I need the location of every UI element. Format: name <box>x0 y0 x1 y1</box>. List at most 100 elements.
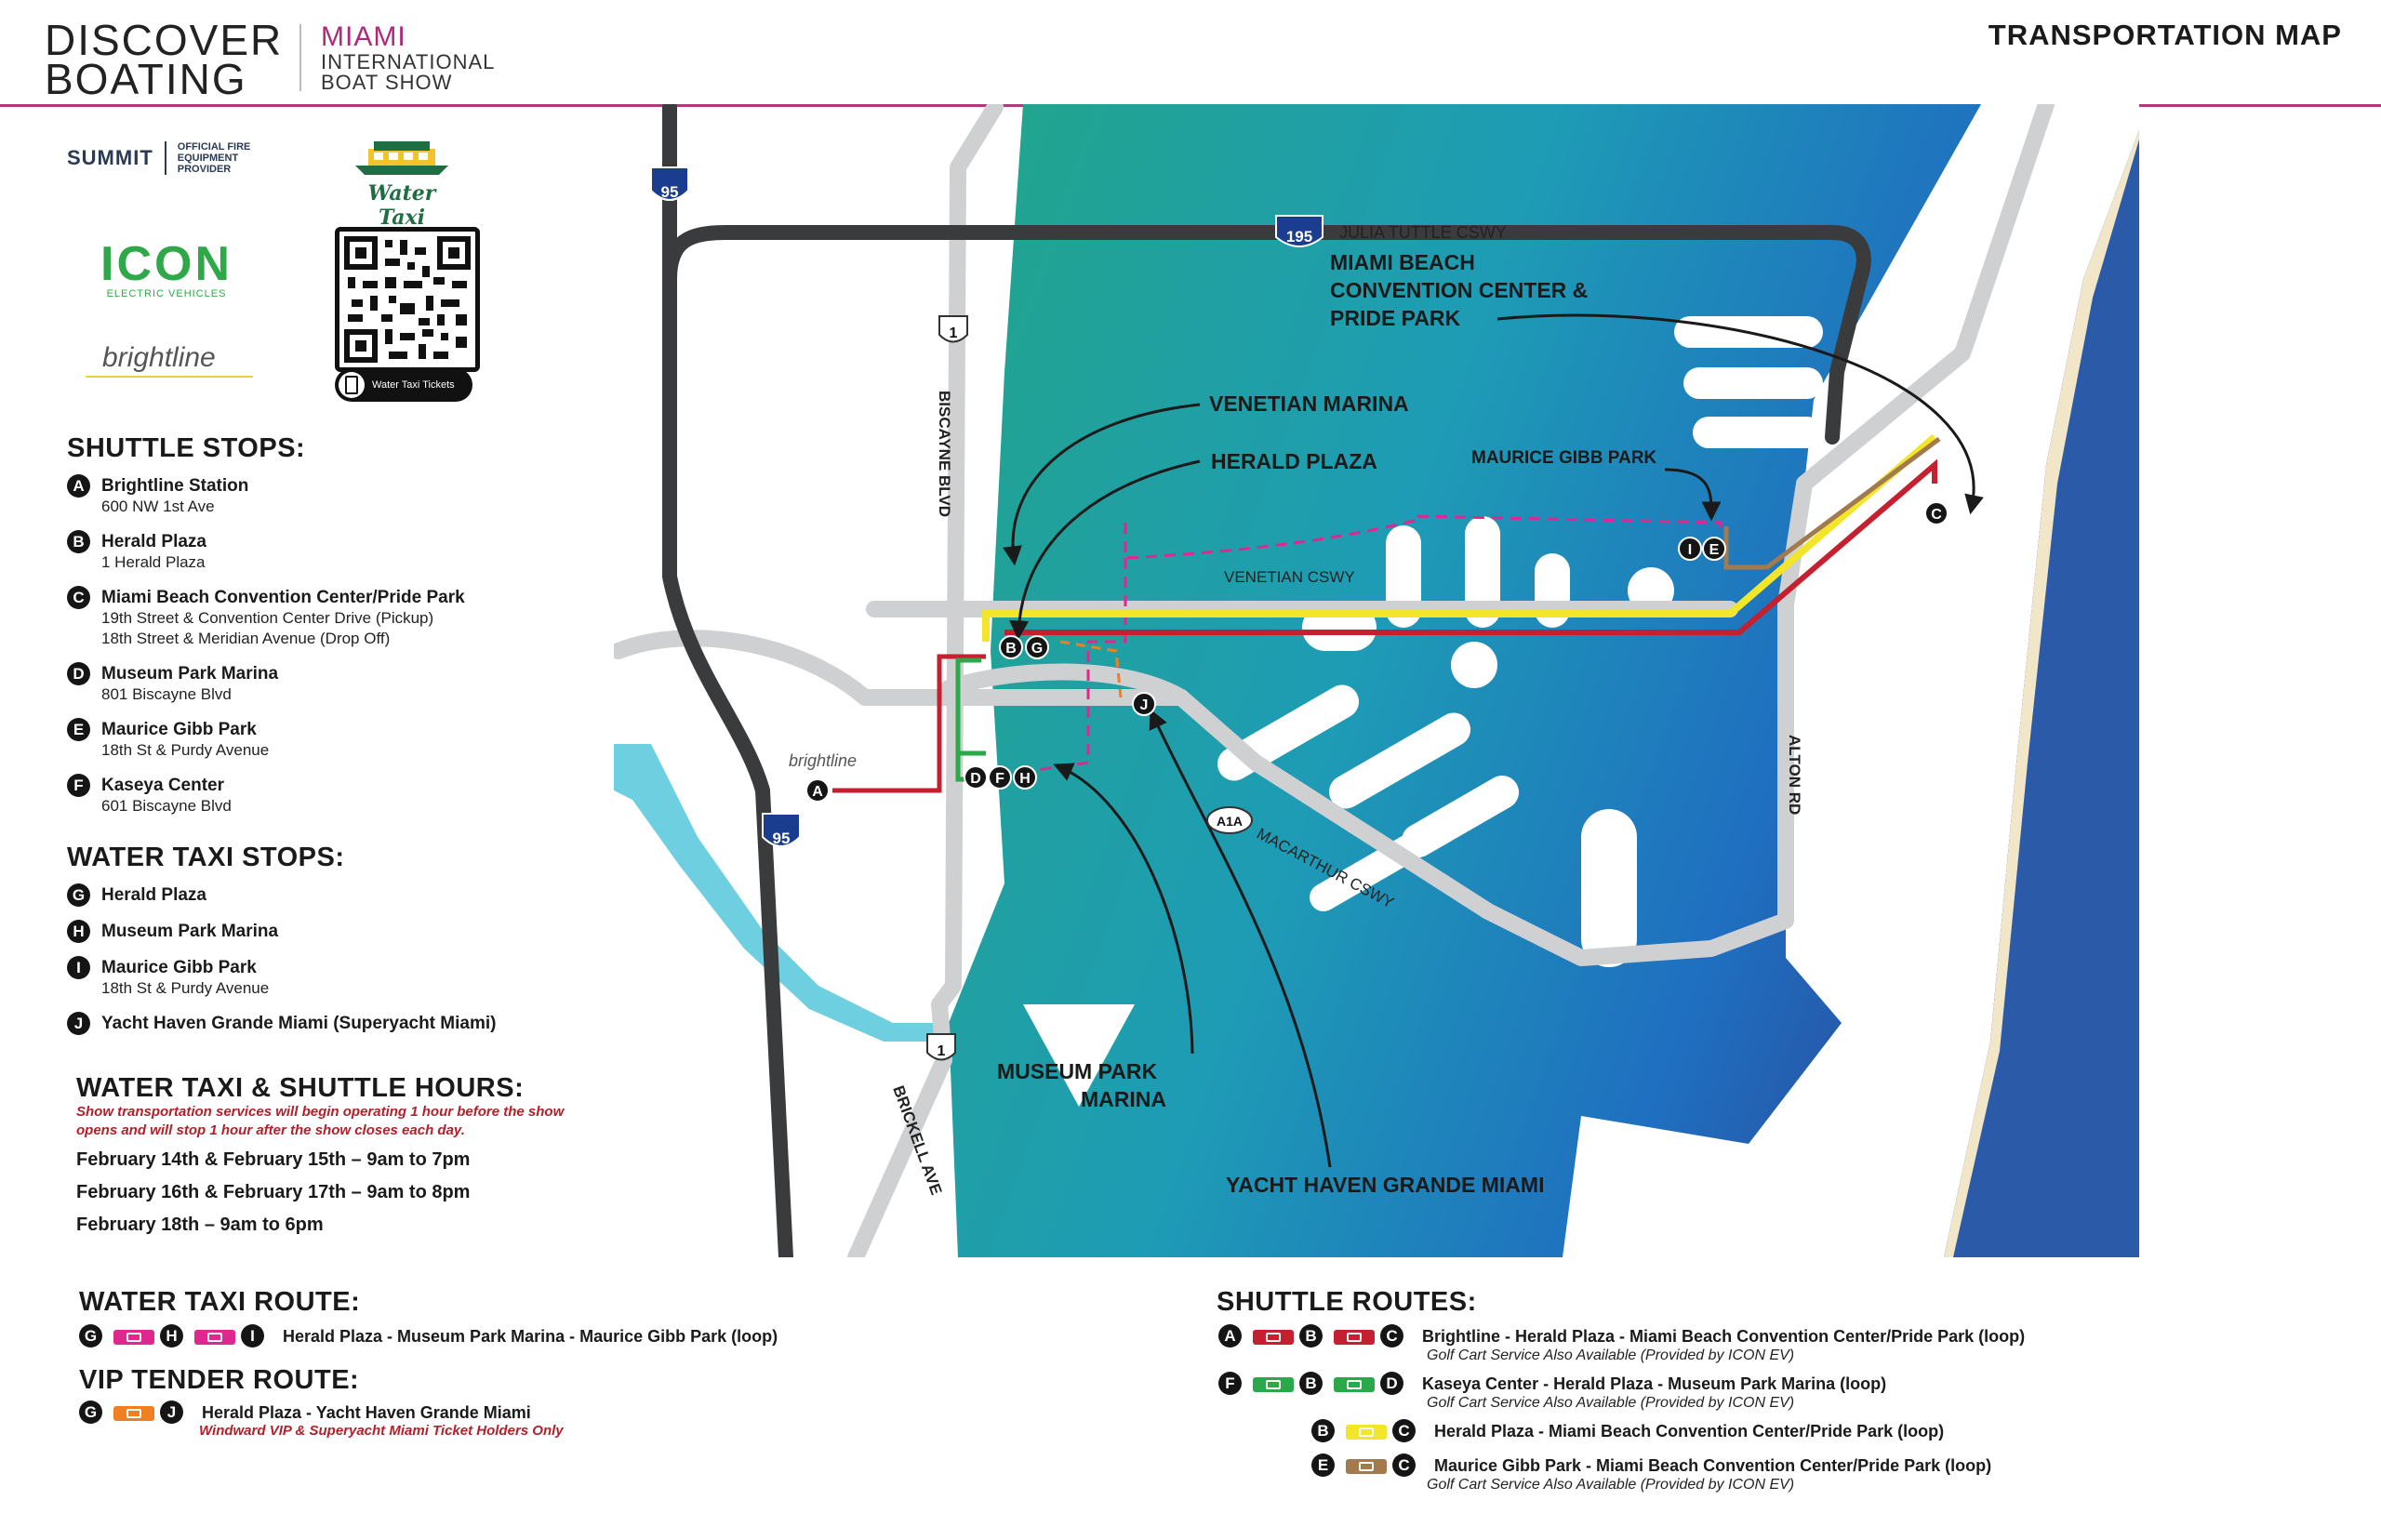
callout-arrows <box>1003 313 1984 1168</box>
route-bus-icon <box>1253 1329 1294 1345</box>
stop-badge: B <box>67 530 90 553</box>
route-stop-badge: C <box>1380 1324 1403 1348</box>
route-description: Brightline - Herald Plaza - Miami Beach … <box>1422 1327 2026 1346</box>
stop-address: 1 Herald Plaza <box>101 553 206 571</box>
venetian-cswy-label: VENETIAN CSWY <box>1224 568 1355 586</box>
map-marker-letter: C <box>1931 507 1942 523</box>
brand-line-1: DISCOVER <box>45 16 284 64</box>
svg-text:195: 195 <box>1286 228 1312 246</box>
hours-note: Show transportation services will begin … <box>76 1104 565 1138</box>
stop-name: Museum Park Marina <box>101 664 279 684</box>
route-subtext: Golf Cart Service Also Available (Provid… <box>1427 1395 1795 1411</box>
route-description: Herald Plaza - Yacht Haven Grande Miami <box>202 1403 531 1422</box>
route-stop-badge: C <box>1392 1454 1416 1477</box>
svg-text:1: 1 <box>938 1043 946 1059</box>
miami-boat-show-logo: MIAMI INTERNATIONAL BOAT SHOW <box>321 22 495 93</box>
brown-shuttle-line <box>1723 436 1941 570</box>
highways <box>662 104 1871 1257</box>
stop-address: 18th Street & Meridian Avenue (Drop Off) <box>101 630 391 647</box>
vip-route-row: G J Herald Plaza - Yacht Haven Grande Miam… <box>79 1401 531 1424</box>
stop-text: Herald Plaza 1 Herald Plaza <box>101 532 206 573</box>
stop-badge: E <box>67 718 90 741</box>
route-stop-badge: D <box>1380 1372 1403 1395</box>
map-marker-letter: I <box>1688 542 1692 558</box>
us1-shield-top: 1 <box>938 315 968 343</box>
hours-list: February 14th & February 15th – 9am to 7… <box>76 1144 470 1241</box>
route-bus-icon <box>113 1329 154 1345</box>
stop-text: Museum Park Marina <box>101 922 278 942</box>
route-description: Kaseya Center - Herald Plaza - Museum Pa… <box>1422 1374 1887 1393</box>
roads <box>614 104 2055 1257</box>
svg-text:95: 95 <box>773 830 791 847</box>
stop-badge: G <box>67 883 90 907</box>
map-marker-c[interactable]: C <box>1924 501 1949 525</box>
map-marker-i[interactable]: I <box>1678 537 1702 561</box>
list-item: G Herald Plaza <box>67 883 588 907</box>
water-taxi-route-line <box>1124 514 1723 560</box>
i95-shield-top: 95 <box>650 166 689 201</box>
svg-text:A1A: A1A <box>1217 814 1243 829</box>
icon-sub: ELECTRIC VEHICLES <box>106 288 227 299</box>
map-marker-d[interactable]: D <box>964 765 988 790</box>
route-subtext: Golf Cart Service Also Available (Provid… <box>1427 1348 1795 1363</box>
route-bus-icon <box>1346 1424 1387 1440</box>
map-marker-letter: A <box>812 784 823 800</box>
show-line-2: INTERNATIONAL <box>321 50 496 73</box>
red-shuttle-line-2 <box>832 654 986 793</box>
map-marker-b[interactable]: B <box>999 635 1023 659</box>
route-stop-badge: G <box>79 1401 102 1424</box>
map-marker-j[interactable]: J <box>1132 692 1156 716</box>
icon-ev-logo: ICON ELECTRIC VEHICLES <box>100 240 233 299</box>
stop-name: Herald Plaza <box>101 885 206 905</box>
route-bus-icon <box>194 1329 235 1345</box>
water-taxi-route-title: WATER TAXI ROUTE: <box>79 1287 361 1317</box>
water-taxi-tickets-button[interactable]: Water Taxi Tickets <box>335 368 472 402</box>
map-marker-letter: E <box>1709 542 1720 558</box>
route-bus-icon <box>113 1405 154 1421</box>
hours-line: February 14th & February 15th – 9am to 7… <box>76 1149 471 1170</box>
transportation-map[interactable]: 95 95 195 1 1 A1A JULIA TUTTLE CSWY BISC… <box>614 104 2139 1257</box>
svg-text:95: 95 <box>661 183 679 201</box>
convention-label-1: MIAMI BEACH <box>1330 250 1475 274</box>
map-marker-g[interactable]: G <box>1025 635 1049 659</box>
route-stop-badge: B <box>1311 1419 1335 1442</box>
summit-logo: SUMMIT OFFICIAL FIRE EQUIPMENT PROVIDER <box>67 141 250 175</box>
map-marker-letter: D <box>970 771 981 787</box>
route-description: Herald Plaza - Museum Park Marina - Maur… <box>283 1327 778 1346</box>
map-marker-h[interactable]: H <box>1013 765 1037 790</box>
qr-code[interactable] <box>335 227 480 372</box>
red-shuttle-line <box>1004 458 1937 635</box>
map-marker-e[interactable]: E <box>1702 537 1726 561</box>
route-row: F B D Kaseya Center - Herald Plaza - Museum… <box>1218 1372 2353 1395</box>
map-marker-f[interactable]: F <box>988 765 1012 790</box>
alton-rd-label: ALTON RD <box>1786 735 1803 815</box>
place-labels: MIAMI BEACH CONVENTION CENTER & PRIDE PA… <box>997 250 1656 1197</box>
map-marker-a[interactable]: A <box>805 778 830 803</box>
stop-badge: I <box>67 956 90 979</box>
route-stop-badge: B <box>1299 1372 1323 1395</box>
summit-tag-2: EQUIPMENT <box>177 153 239 164</box>
qr-caption: Water Taxi Tickets <box>372 379 455 391</box>
stop-name: Herald Plaza <box>101 532 206 551</box>
vip-route-line <box>1059 640 1123 698</box>
yellow-shuttle-line <box>982 433 1937 642</box>
route-stop-badge: J <box>160 1401 183 1424</box>
route-stop-badge: F <box>1218 1372 1242 1395</box>
shuttle-stops-title: SHUTTLE STOPS: <box>67 433 306 463</box>
venetian-marina-label: VENETIAN MARINA <box>1209 392 1409 416</box>
museum-park-label-2: MARINA <box>1081 1087 1166 1111</box>
svg-text:1: 1 <box>950 325 958 341</box>
stop-text: Herald Plaza <box>101 885 206 906</box>
brightline-underline <box>86 376 253 378</box>
stop-badge: A <box>67 474 90 498</box>
discover-boating-logo: DISCOVER BOATING <box>45 16 284 100</box>
